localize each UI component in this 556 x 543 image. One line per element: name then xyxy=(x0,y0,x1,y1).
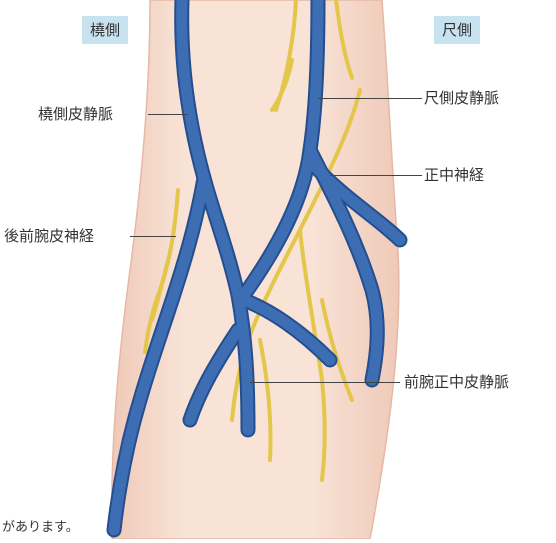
basilic-vein-leader xyxy=(318,98,422,99)
ulnar-side-tag: 尺側 xyxy=(434,16,480,44)
posterior-antebrachial-cutaneous-nerve-label: 後前腕皮神経 xyxy=(4,225,94,246)
posterior-antebrachial-cutaneous-nerve-leader xyxy=(130,236,176,237)
cephalic-vein-label: 橈側皮静脈 xyxy=(38,103,113,124)
basilic-vein-label: 尺側皮静脈 xyxy=(424,87,499,108)
radial-side-tag: 橈側 xyxy=(82,16,128,44)
body-text-fragment: があります。 xyxy=(2,516,79,535)
cephalic-vein-leader xyxy=(148,114,188,115)
median-antebrachial-vein-leader xyxy=(250,382,400,383)
median-antebrachial-vein-label: 前腕正中皮静脈 xyxy=(404,371,509,392)
median-nerve-label: 正中神経 xyxy=(424,164,484,185)
median-nerve-leader xyxy=(330,175,422,176)
